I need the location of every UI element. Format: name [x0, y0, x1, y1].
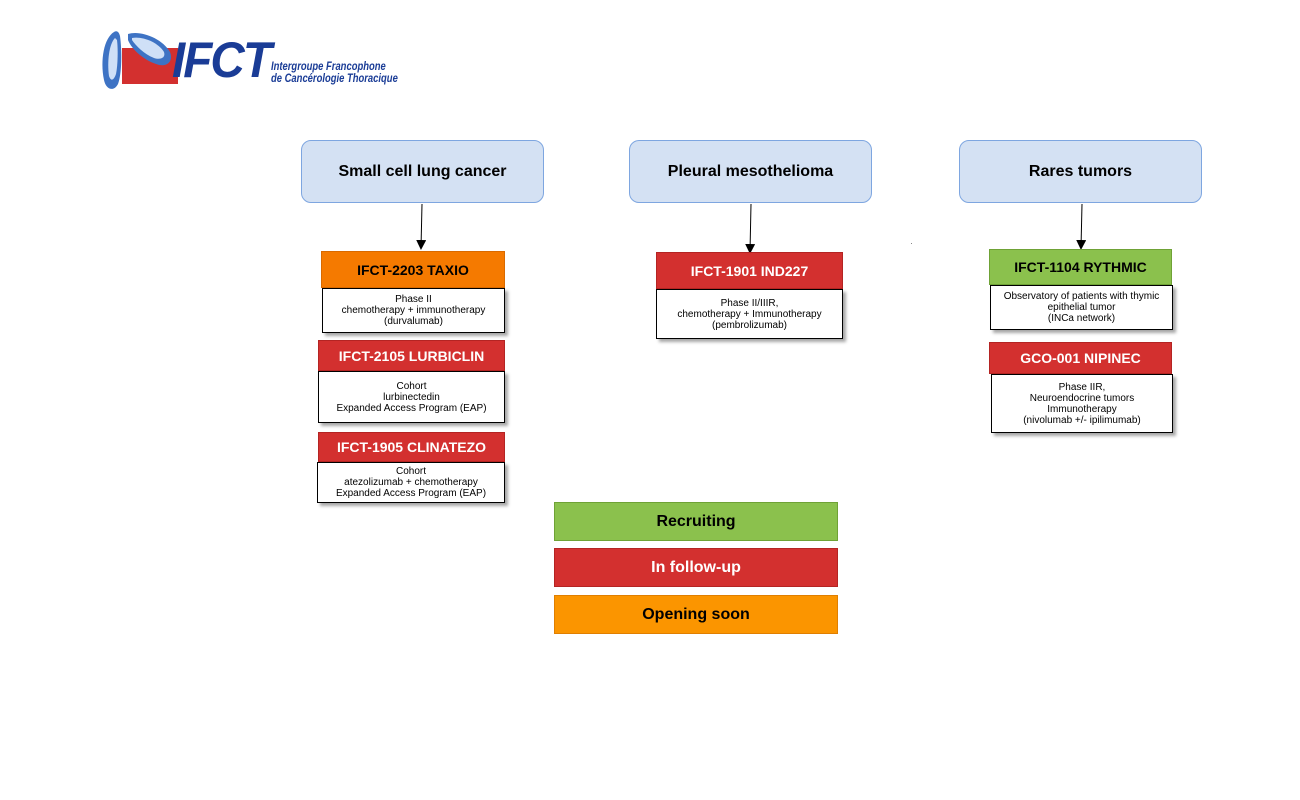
trial-desc-line: Phase II/IIIR,: [720, 297, 779, 309]
category-small-cell-lung-cancer: Small cell lung cancer: [301, 140, 544, 203]
logo-left-lung-highlight: [108, 38, 118, 80]
trial-desc-nipinec: Phase IIR, Neuroendocrine tumors Immunot…: [991, 374, 1173, 433]
logo-title: IFCT: [172, 32, 272, 88]
trial-desc-taxio: Phase II chemotherapy + immunotherapy (d…: [322, 288, 505, 333]
trial-desc-clinatezo: Cohort atezolizumab + chemotherapy Expan…: [317, 462, 505, 503]
trial-title-clinatezo: IFCT-1905 CLINATEZO: [318, 432, 505, 462]
trial-desc-line: (INCa network): [1047, 313, 1116, 324]
trial-desc-line: Cohort: [396, 380, 427, 392]
trial-desc-line: chemotherapy + immunotherapy: [341, 305, 486, 316]
trial-desc-line: epithelial tumor: [1047, 302, 1116, 313]
logo-subtitle-line1: Intergroupe Francophone: [271, 61, 386, 73]
trial-title-rythmic: IFCT-1104 RYTHMIC: [989, 249, 1172, 285]
trial-title-taxio: IFCT-2203 TAXIO: [321, 251, 505, 288]
arrow-rare-tumors: [1076, 203, 1087, 250]
trial-desc-line: Phase II: [395, 294, 432, 305]
trial-desc-line: Immunotherapy: [1047, 403, 1117, 415]
trial-desc-line: (nivolumab +/- ipilimumab): [1023, 414, 1141, 426]
stray-dot: [911, 243, 912, 244]
trial-desc-line: (durvalumab): [384, 316, 443, 327]
logo-subtitle-line2: de Cancérologie Thoracique: [271, 73, 398, 85]
trial-desc-rythmic: Observatory of patients with thymic epit…: [990, 285, 1173, 330]
arrow-sclc: [416, 203, 427, 250]
trial-desc-lurbiclin: Cohort lurbinectedin Expanded Access Pro…: [318, 371, 505, 423]
ifct-logo: IFCT Intergroupe Francophone de Cancérol…: [100, 30, 420, 94]
trial-desc-line: lurbinectedin: [383, 391, 440, 403]
trial-desc-line: Observatory of patients with thymic: [1003, 291, 1160, 302]
arrow-mesothelioma: [745, 203, 756, 254]
legend-in-follow-up: In follow-up: [554, 548, 838, 587]
trial-title-ind227: IFCT-1901 IND227: [656, 252, 843, 289]
trial-desc-line: chemotherapy + Immunotherapy: [677, 308, 822, 320]
trial-desc-line: Neuroendocrine tumors: [1029, 392, 1135, 404]
logo-right-lung-highlight: [132, 37, 165, 59]
trial-title-nipinec: GCO-001 NIPINEC: [989, 342, 1172, 374]
trial-desc-line: (pembrolizumab): [711, 319, 788, 331]
lung-logo-icon: [102, 31, 178, 89]
trial-desc-line: Expanded Access Program (EAP): [335, 488, 487, 499]
legend-opening-soon: Opening soon: [554, 595, 838, 634]
legend-recruiting: Recruiting: [554, 502, 838, 541]
trial-desc-line: Cohort: [395, 466, 426, 477]
trial-desc-line: Phase IIR,: [1058, 381, 1106, 393]
category-rare-tumors: Rares tumors: [959, 140, 1202, 203]
trial-desc-line: atezolizumab + chemotherapy: [344, 477, 478, 488]
trial-desc-ind227: Phase II/IIIR, chemotherapy + Immunother…: [656, 289, 843, 339]
trial-title-lurbiclin: IFCT-2105 LURBICLIN: [318, 340, 505, 371]
category-pleural-mesothelioma: Pleural mesothelioma: [629, 140, 872, 203]
logo-subtitle: Intergroupe Francophone de Cancérologie …: [271, 61, 398, 85]
trial-desc-line: Expanded Access Program (EAP): [336, 402, 487, 414]
